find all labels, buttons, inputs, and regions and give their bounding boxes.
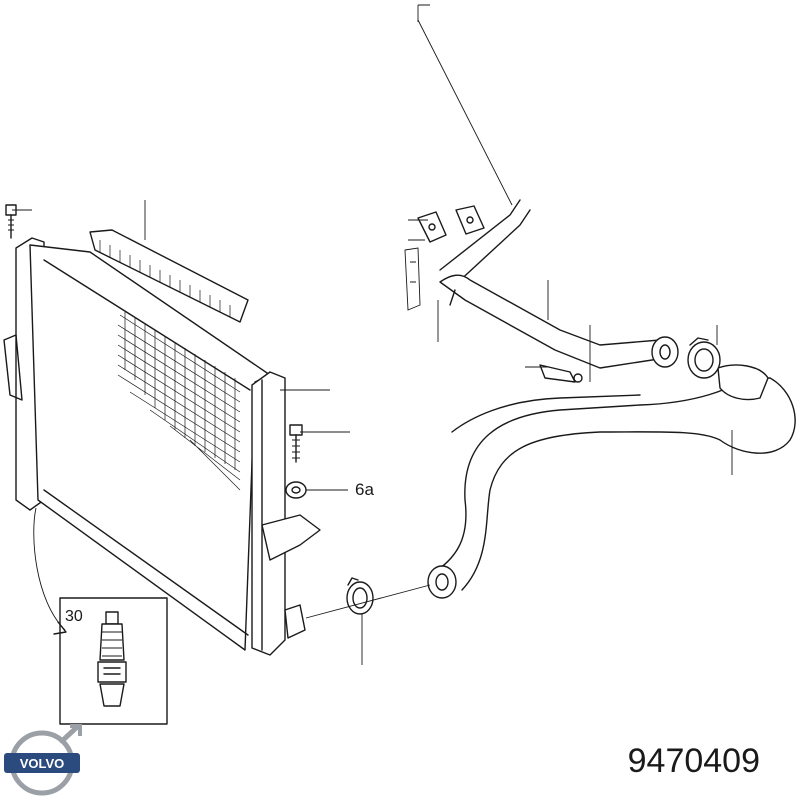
inset-label-30: 30 <box>65 608 83 625</box>
hose-clamp-lower <box>346 577 374 615</box>
callout-label-6a: 6a <box>355 480 374 499</box>
part-number: 9470409 <box>627 742 760 780</box>
leader-lines <box>12 4 733 665</box>
radiator-core-fins <box>117 312 241 491</box>
flange-gasket-2 <box>455 205 485 235</box>
lower-radiator-hose <box>427 364 796 599</box>
radiator <box>3 229 321 656</box>
grommet-6a <box>285 481 307 499</box>
flange-gasket-1 <box>417 211 447 243</box>
detail-inset-30: 30 <box>59 597 168 725</box>
temperature-sensor <box>539 364 583 383</box>
volvo-logo-text: VOLVO <box>20 756 65 771</box>
hose-clamp-upper <box>687 337 721 379</box>
volvo-logo: VOLVO <box>4 724 82 796</box>
bolt-right <box>289 424 303 463</box>
engine-block-outline <box>404 247 421 311</box>
drain-plug <box>97 611 127 707</box>
radiator-shroud <box>89 229 249 323</box>
pipe-coupling <box>651 336 679 368</box>
upper-coolant-pipe <box>439 199 666 369</box>
